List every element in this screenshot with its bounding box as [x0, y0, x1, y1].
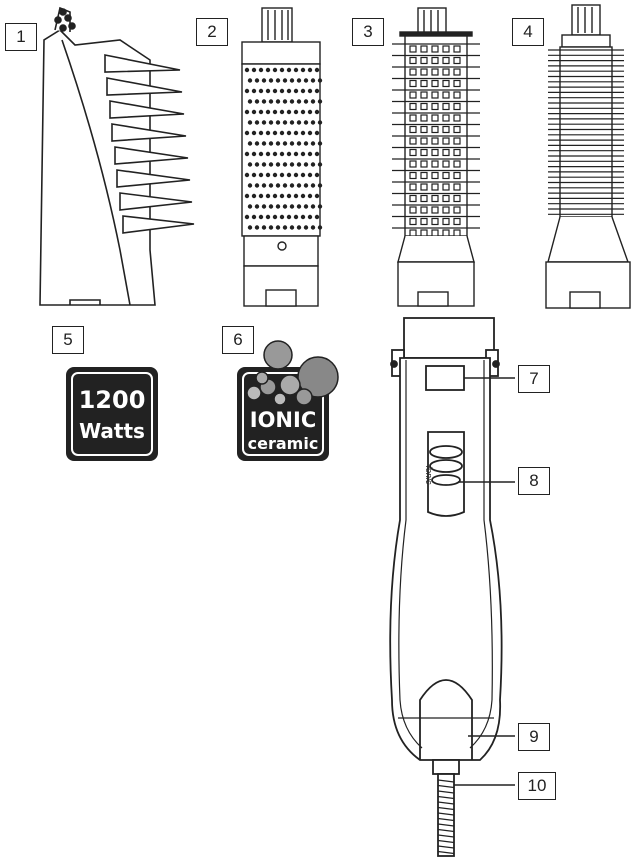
badge-watts-line2: Watts [79, 419, 145, 443]
attachment-thermal-brush [546, 5, 630, 308]
badge-watts-line1: 1200 [79, 386, 146, 414]
callout-8: 8 [518, 467, 550, 495]
attachment-bristle-brush [392, 8, 480, 306]
handle-button [426, 366, 464, 390]
callout-2: 2 [196, 18, 228, 46]
callout-5: 5 [52, 326, 84, 354]
badge-1200-watts: 1200 Watts [66, 367, 158, 461]
callout-7: 7 [518, 365, 550, 393]
badge-ionic-line1: IONIC [250, 408, 316, 432]
callout-9: 9 [518, 723, 550, 751]
callout-4: 4 [512, 18, 544, 46]
badge-ionic-line2: ceramic [248, 434, 319, 453]
appliance-handle: ionic [390, 318, 501, 856]
callout-6: 6 [222, 326, 254, 354]
attachment-comb [40, 8, 194, 305]
callout-10: 10 [518, 772, 556, 800]
badge-ionic-ceramic: IONIC ceramic [237, 341, 338, 461]
attachment-round-brush [242, 8, 322, 306]
callout-1: 1 [5, 23, 37, 51]
callout-3: 3 [352, 18, 384, 46]
handle-ionic-text: ionic [424, 466, 434, 485]
